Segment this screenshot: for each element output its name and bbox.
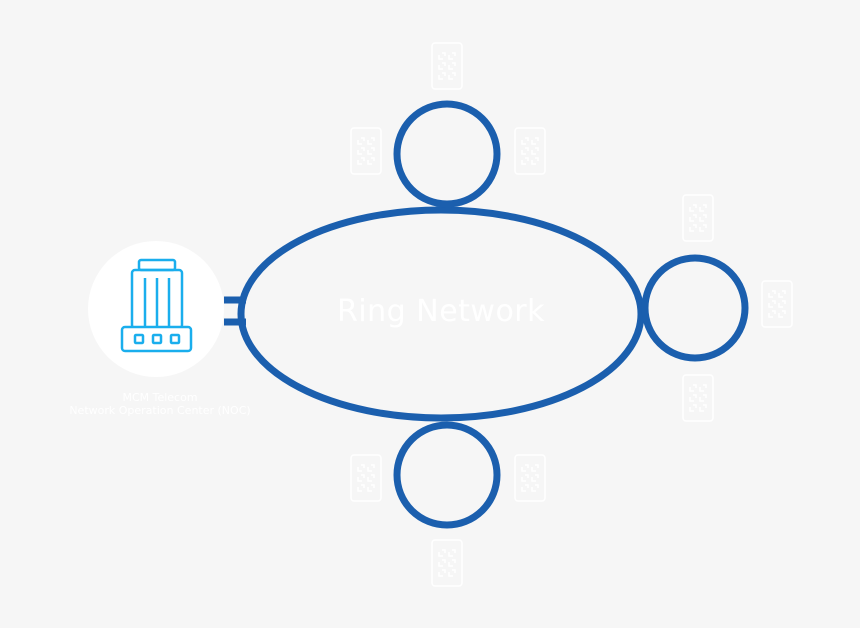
- server-tower-icon: [120, 258, 193, 353]
- ring-ellipse: [237, 206, 645, 422]
- noc-label-line2: Network Operation Center (NOC): [69, 404, 251, 417]
- building-icon: [431, 539, 463, 587]
- noc-label: MCM Telecom Network Operation Center (NO…: [40, 391, 280, 417]
- noc: [88, 241, 224, 377]
- building-icon: [682, 194, 714, 242]
- node-right: [641, 254, 749, 362]
- ring-network-label: Ring Network: [336, 294, 546, 329]
- node-top: [393, 100, 501, 208]
- building-icon: [350, 127, 382, 175]
- building-icon: [514, 454, 546, 502]
- building-icon: [431, 42, 463, 90]
- node-bottom: [393, 421, 501, 529]
- building-icon: [350, 454, 382, 502]
- building-icon: [761, 280, 793, 328]
- building-icon: [682, 374, 714, 422]
- building-icon: [514, 127, 546, 175]
- noc-label-line1: MCM Telecom: [122, 391, 198, 404]
